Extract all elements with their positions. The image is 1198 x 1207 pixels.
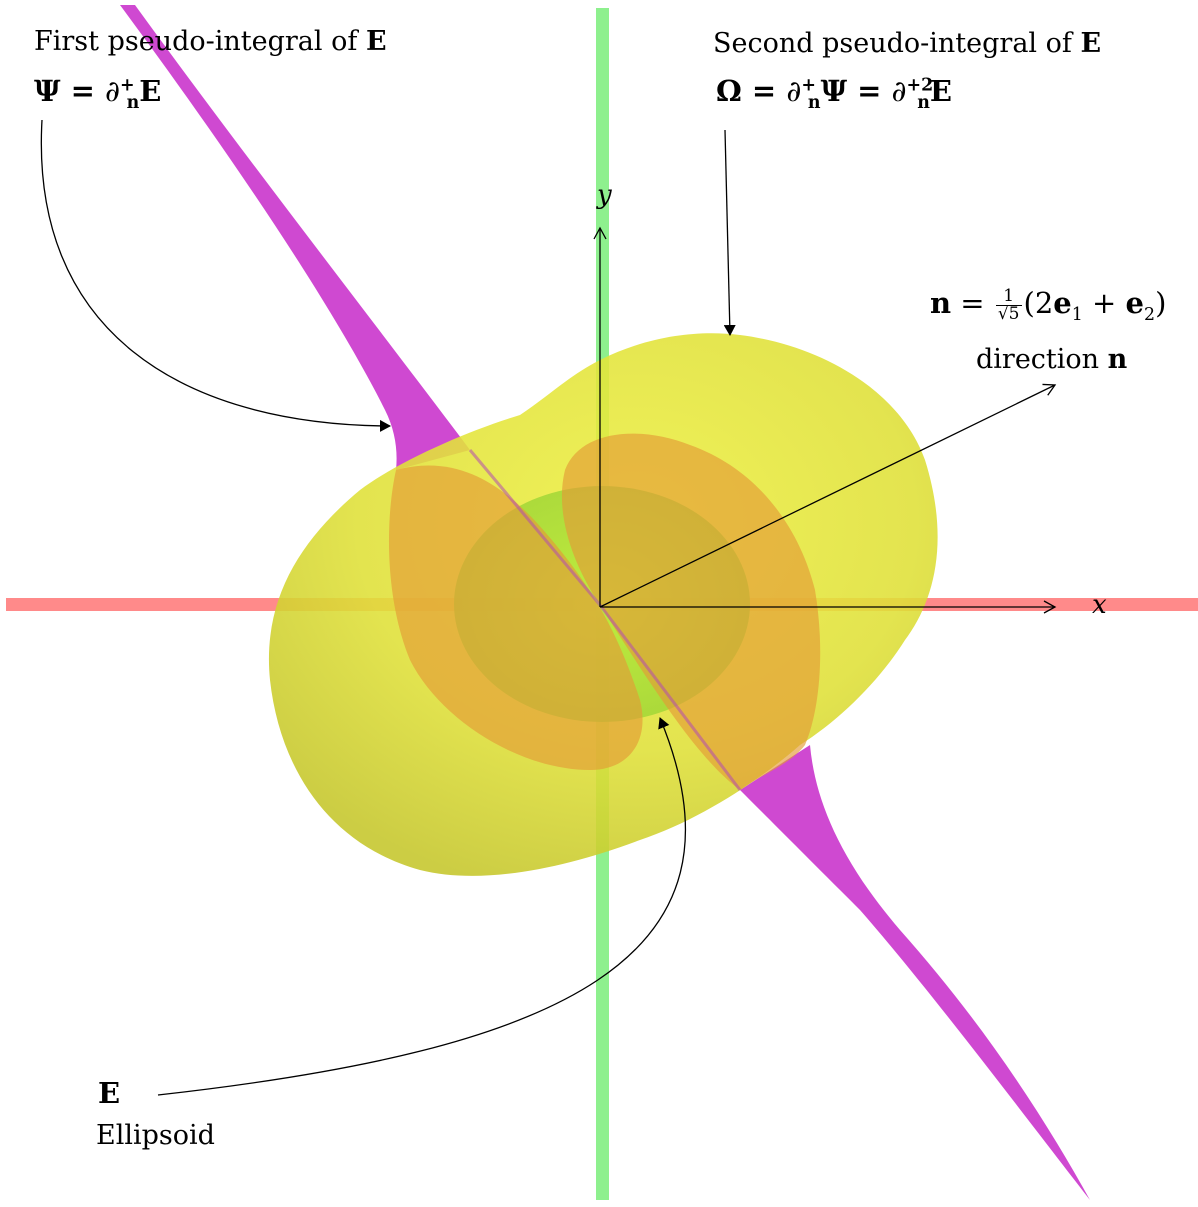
n-e1-sub: 1 xyxy=(1071,304,1083,325)
omega-arg1: Ψ xyxy=(820,74,848,108)
n-fraction: 1 √5 xyxy=(995,287,1022,324)
psi-sub: n xyxy=(126,92,140,113)
n-frac-num: 1 xyxy=(995,287,1022,306)
direction-bold: n xyxy=(1107,344,1128,375)
ellipsoid-leader-arrow xyxy=(157,717,687,1096)
y-axis-label: y xyxy=(597,180,612,210)
psi-sup: + xyxy=(119,75,135,96)
omega-sup2: +2 xyxy=(906,75,934,96)
orange-lobe-right xyxy=(561,433,821,790)
psi-op: ∂ xyxy=(104,74,120,108)
omega-op1: ∂ xyxy=(786,74,802,108)
psi-title-bold: E xyxy=(365,26,387,57)
orange-lobe-left xyxy=(388,465,643,770)
ellipsoid-caption: Ellipsoid xyxy=(96,1120,215,1151)
psi-surface-lower xyxy=(740,745,1090,1200)
omega-title: Second pseudo-integral of E xyxy=(713,28,1101,59)
n-plus: + xyxy=(1082,286,1126,320)
psi-leader-arrow xyxy=(40,119,391,432)
psi-title: First pseudo-integral of E xyxy=(34,26,387,57)
n-paren-open: (2 xyxy=(1023,286,1054,320)
n-e2-sub: 2 xyxy=(1144,304,1156,325)
omega-op2: ∂ xyxy=(891,74,907,108)
omega-arg2: E xyxy=(929,74,952,108)
omega-leader-arrow xyxy=(723,129,736,336)
omega-title-bold: E xyxy=(1080,28,1102,59)
direction-n-arrow xyxy=(599,383,1057,608)
n-lhs: n xyxy=(930,286,952,320)
n-frac-den: √5 xyxy=(997,303,1020,324)
psi-formula: Ψ = ∂+nE xyxy=(34,74,162,113)
omega-sub1: n xyxy=(807,92,821,113)
omega-sub2: n xyxy=(917,92,930,113)
psi-title-text: First pseudo-integral of xyxy=(34,26,358,57)
n-e1: e xyxy=(1053,286,1072,320)
omega-title-text: Second pseudo-integral of xyxy=(713,28,1072,59)
n-e2: e xyxy=(1125,286,1144,320)
psi-lhs: Ψ xyxy=(34,74,61,108)
omega-lhs: Ω xyxy=(716,74,742,108)
n-paren-close: ) xyxy=(1155,286,1167,320)
ellipsoid-symbol: E xyxy=(98,1076,121,1110)
omega-formula: Ω = ∂+nΨ = ∂+2nE xyxy=(716,74,952,113)
psi-arg: E xyxy=(139,74,162,108)
n-definition: n = 1 √5 (2e1 + e2) xyxy=(930,285,1167,325)
omega-sup1: + xyxy=(801,75,816,96)
x-axis-label: x xyxy=(1092,590,1107,620)
direction-text: direction xyxy=(976,344,1100,375)
psi-surface-upper xyxy=(120,5,470,470)
direction-label: direction n xyxy=(976,344,1127,375)
